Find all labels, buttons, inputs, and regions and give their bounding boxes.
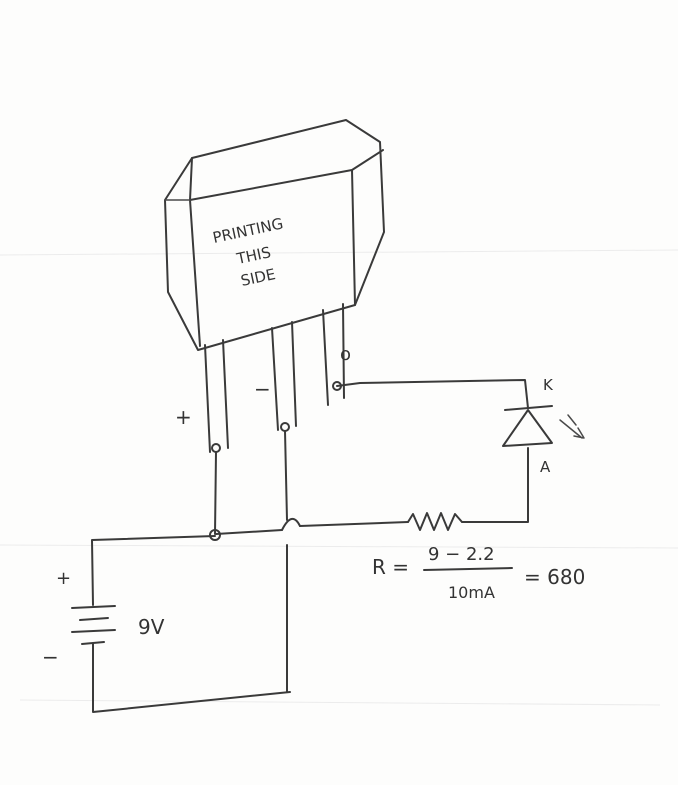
led-emission-arrows: [559, 414, 585, 439]
junction-node: [209, 529, 221, 541]
package-label-line3: SIDE: [239, 265, 277, 290]
pin-plus-label: +: [175, 405, 192, 429]
resistor-formula: R = 9 − 2.2 10mA = 680: [372, 544, 585, 602]
led: K A: [502, 376, 585, 476]
formula-numerator: 9 − 2.2: [428, 544, 495, 565]
wire-resistor-to-node: [215, 521, 409, 535]
formula-result: = 680: [524, 565, 585, 589]
wire-plus-to-node: [214, 451, 217, 535]
formula-denominator: 10mA: [448, 583, 495, 602]
wire-minus-to-bottom: [284, 430, 288, 693]
wire-bottom-return: [92, 649, 291, 713]
formula-lhs: R =: [372, 555, 409, 579]
led-anode-label: A: [540, 458, 551, 476]
pin-out-label: o: [340, 344, 351, 365]
package-label-line1: PRINTING: [211, 214, 285, 246]
pin-plus: [204, 339, 229, 453]
led-triangle: [502, 409, 553, 447]
wiring: [91, 379, 529, 713]
wire-crossover: [281, 518, 301, 531]
package-label-line2: THIS: [234, 243, 272, 268]
led-cathode-label: K: [543, 376, 554, 394]
ic-package: PRINTING THIS SIDE: [164, 119, 385, 351]
formula-fraction-bar: [423, 567, 513, 571]
battery-minus-label: −: [42, 645, 59, 669]
battery-plus-label: +: [56, 568, 71, 589]
battery-voltage-label: 9V: [138, 615, 165, 639]
wire-led-to-resistor: [461, 447, 529, 523]
package-front-face: [189, 149, 384, 347]
wire-node-to-battery: [91, 535, 216, 606]
led-cathode-bar: [504, 405, 553, 411]
battery-plates: [71, 605, 116, 645]
wire-out-to-led: [336, 379, 529, 409]
pin-minus: [271, 321, 297, 432]
battery: + − 9V: [42, 568, 165, 669]
resistor: [407, 512, 463, 531]
package-body: [164, 119, 385, 351]
pin-minus-label: −: [254, 377, 271, 401]
paper-texture: [0, 249, 678, 706]
